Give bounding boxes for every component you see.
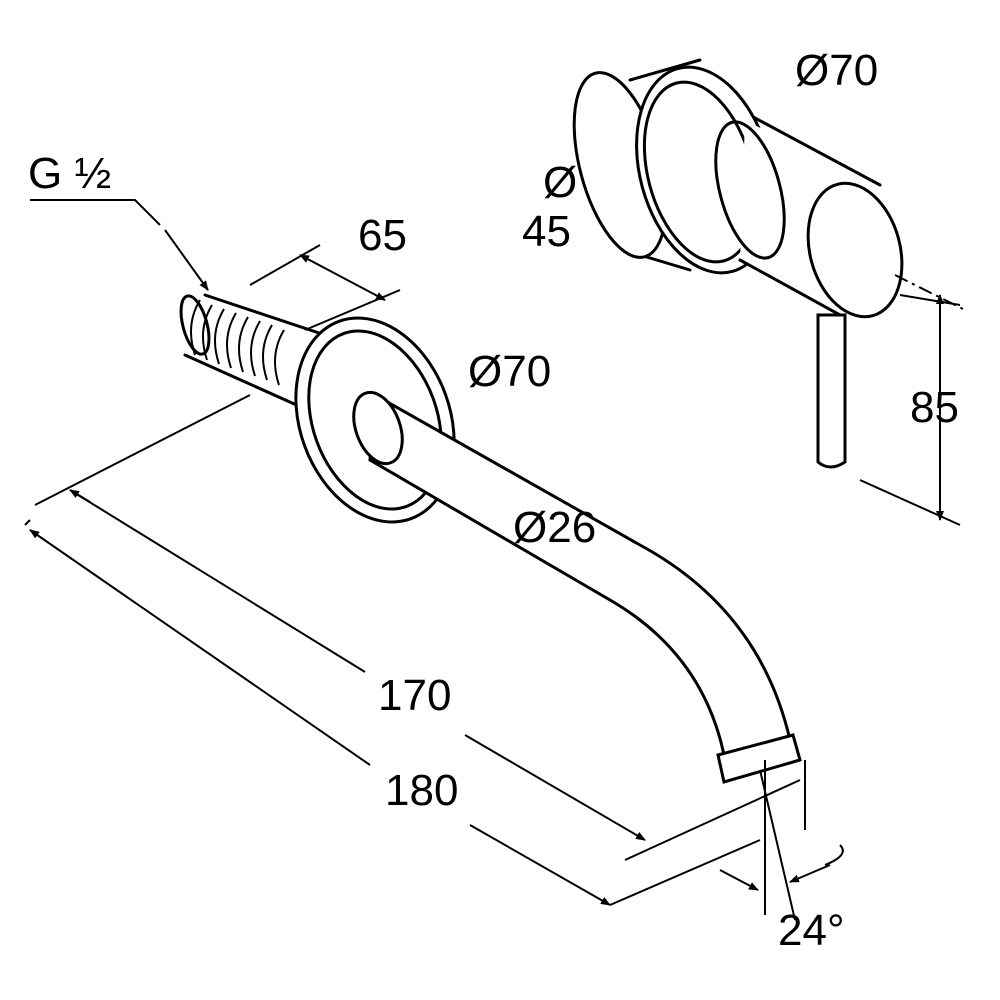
mixer-body-diameter-label: 45 (522, 207, 571, 256)
mixer-rosette-diameter-label: Ø70 (795, 46, 878, 95)
spout-diameter-label: Ø26 (513, 503, 596, 552)
mixer-body (572, 58, 966, 469)
flange-offset-label: 65 (358, 211, 407, 260)
spout-assembly (179, 293, 802, 784)
projection-inner-label: 170 (378, 671, 451, 720)
mixer-lever (816, 313, 847, 469)
projection-outer-label: 180 (385, 766, 458, 815)
thread (179, 294, 285, 386)
mixer-knob (806, 181, 904, 319)
spout-rosette-diameter-label: Ø70 (468, 347, 551, 396)
outlet-angle-label: 24° (778, 906, 845, 955)
thread-label: G ½ (28, 149, 111, 198)
dimension-lines (24, 199, 961, 921)
mixer-body-diameter-symbol: Ø (543, 158, 577, 207)
lever-height-label: 85 (910, 383, 959, 432)
